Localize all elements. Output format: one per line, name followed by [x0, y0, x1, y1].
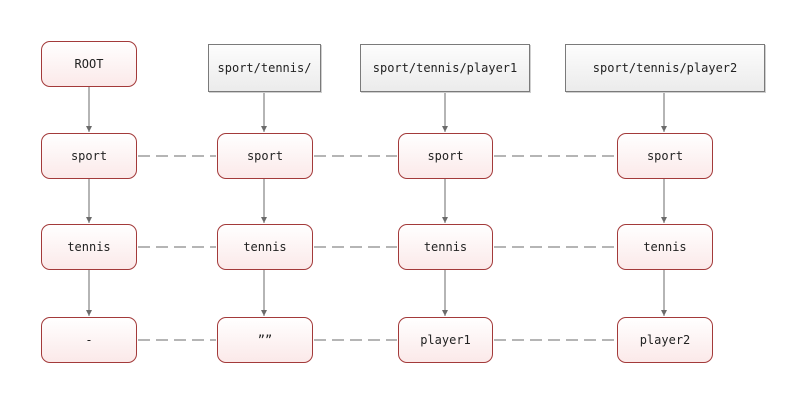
- col1-level2-node: tennis: [41, 224, 137, 270]
- col4-header-box: sport/tennis/player2: [565, 44, 765, 92]
- root-node: ROOT: [41, 41, 137, 87]
- col3-level1-node: sport: [398, 133, 493, 179]
- col2-level2-node: tennis: [217, 224, 313, 270]
- col3-level3-node: player1: [398, 317, 493, 363]
- col3-level2-node: tennis: [398, 224, 493, 270]
- col4-level3-node: player2: [617, 317, 713, 363]
- col1-level3-node: -: [41, 317, 137, 363]
- col2-level1-node: sport: [217, 133, 313, 179]
- col4-level2-node: tennis: [617, 224, 713, 270]
- col2-header-box: sport/tennis/: [208, 44, 321, 92]
- col4-level1-node: sport: [617, 133, 713, 179]
- col3-header-box: sport/tennis/player1: [360, 44, 530, 92]
- col2-level3-node: ””: [217, 317, 313, 363]
- col1-level1-node: sport: [41, 133, 137, 179]
